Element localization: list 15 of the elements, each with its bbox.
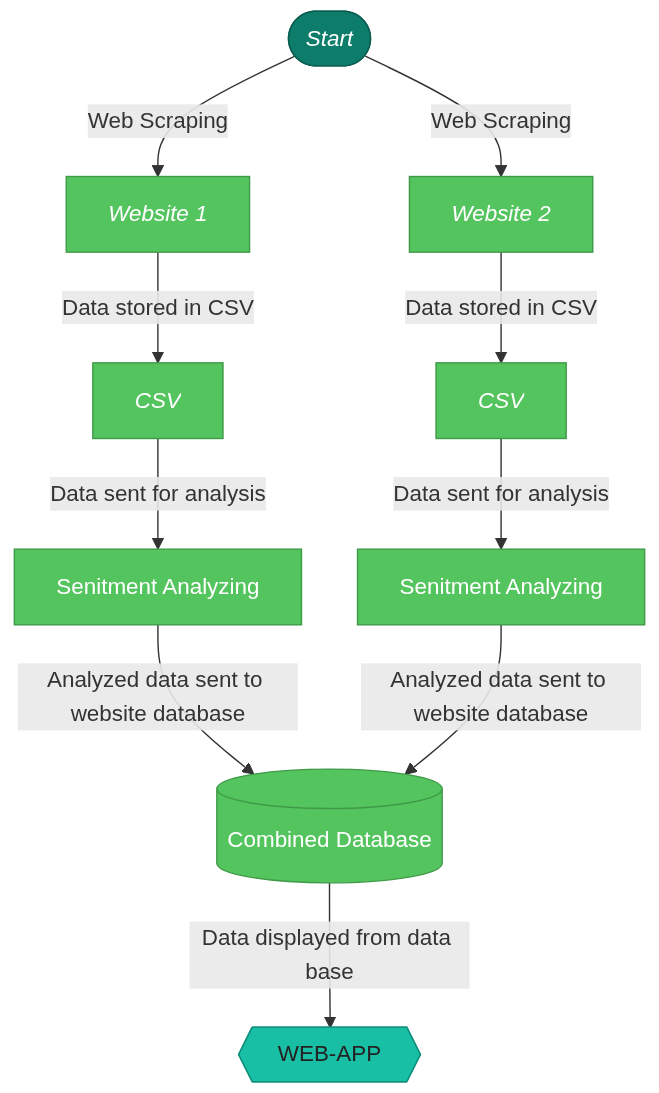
edge-label: Data sent for analysis [50,481,266,506]
node-box: Website 2 [408,175,594,253]
edge-label: Analyzed data sent to website database [46,667,263,725]
edge-label: Data sent for analysis [393,481,609,506]
edge-label: Analyzed data sent to website database [390,667,606,725]
node-box: CSV [435,362,567,440]
edge-label: Data displayed from data base [201,925,451,984]
edge-label: Web Scraping [430,108,572,133]
node-box: CSV [92,362,224,440]
node-box: Website 1 [65,175,251,253]
node-box: Senitment Analyzing [356,548,646,626]
node-box: Senitment Analyzing [13,548,303,626]
edge-label: Web Scraping [87,108,229,133]
edge-label: Data stored in CSV [61,294,254,319]
edge-label: Data stored in CSV [405,294,598,319]
